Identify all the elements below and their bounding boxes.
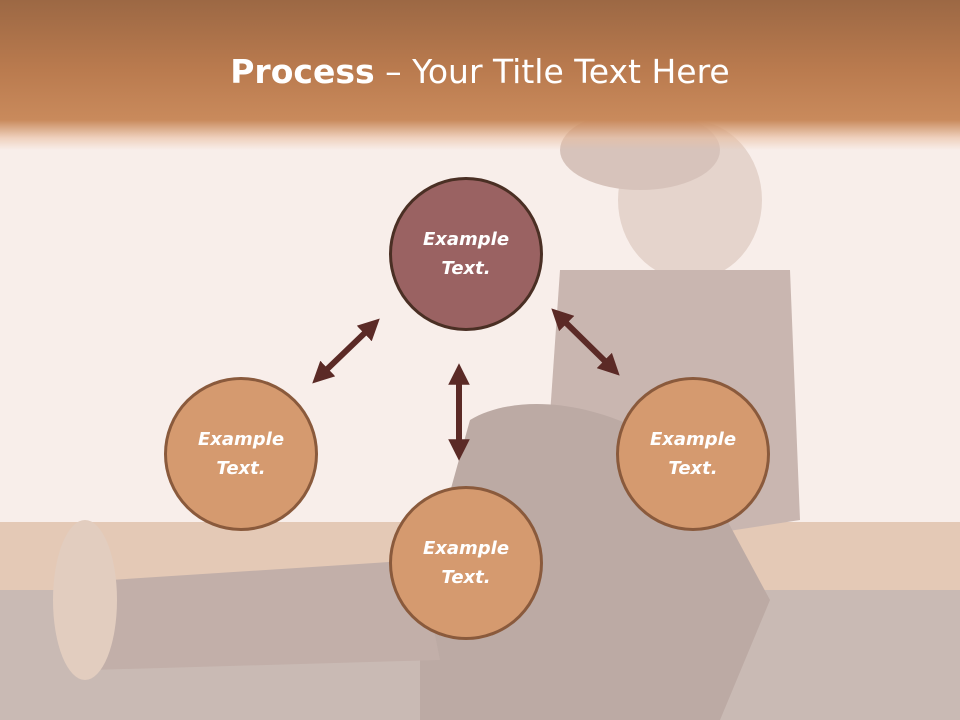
node-text-line1: Example [197, 429, 285, 450]
title-rest-text: – Your Title Text Here [374, 52, 730, 91]
node-text-line1: Example [422, 229, 510, 250]
node-text-line2: Text. [668, 458, 718, 479]
title-band [0, 0, 960, 150]
node-text-line2: Text. [216, 458, 266, 479]
title-bold-text: Process [230, 52, 375, 91]
process-node-left: Example Text. [164, 377, 318, 531]
process-node-bottom: Example Text. [389, 486, 543, 640]
node-text-line2: Text. [441, 258, 491, 279]
process-node-top: Example Text. [389, 177, 543, 331]
node-text-line2: Text. [441, 567, 491, 588]
arrow-top-right [551, 308, 620, 376]
node-text-line1: Example [649, 429, 737, 450]
node-text-line1: Example [422, 538, 510, 559]
arrow-top-left [312, 318, 380, 384]
process-node-right: Example Text. [616, 377, 770, 531]
slide-title: Process – Your Title Text Here [0, 52, 960, 91]
